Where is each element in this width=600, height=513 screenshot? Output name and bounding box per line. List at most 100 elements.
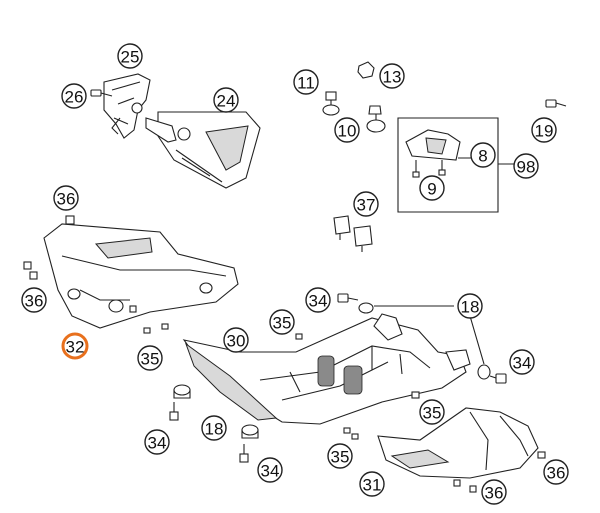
screw-36-lower-right	[537, 451, 546, 459]
guard-31	[377, 407, 539, 479]
bolt-34-upper	[337, 293, 359, 303]
callout-label: 8	[478, 147, 487, 166]
headlight-bracket	[103, 73, 151, 139]
callout-circle	[257, 457, 283, 483]
callout-circle	[61, 83, 87, 109]
clip-35-mid	[295, 333, 303, 340]
callout-circle	[470, 142, 496, 168]
callout-label: 9	[427, 180, 436, 199]
callout-label: 11	[297, 74, 315, 93]
callout-circle	[144, 429, 170, 455]
callout-label: 36	[57, 190, 76, 209]
callout-circle	[457, 293, 483, 319]
callout-26: 26	[61, 83, 87, 109]
callout-25: 25	[117, 43, 143, 69]
callout-label: 37	[357, 196, 376, 215]
callout-label: 18	[461, 298, 480, 317]
callout-label: 36	[25, 292, 44, 311]
callout-18: 18	[457, 293, 483, 319]
callout-10: 10	[334, 117, 360, 143]
callout-label: 34	[261, 462, 280, 481]
callout-label: 36	[547, 464, 566, 483]
callout-label: 13	[383, 68, 402, 87]
callout-circle	[293, 69, 319, 95]
callout-circle	[327, 443, 353, 469]
bolt-34-lower-a	[169, 402, 179, 421]
callout-label: 26	[65, 88, 84, 107]
clip-35-right	[411, 391, 420, 399]
callout-circle	[334, 117, 360, 143]
callout-circle	[21, 287, 47, 313]
callout-label: 34	[148, 434, 167, 453]
bolt-19	[545, 99, 567, 108]
callout-37: 37	[353, 191, 379, 217]
callout-circle	[543, 459, 569, 485]
callout-34: 34	[257, 457, 283, 483]
callout-13: 13	[379, 63, 405, 89]
callout-9: 9	[419, 175, 445, 201]
callout-circle	[201, 415, 227, 441]
callout-label: 32	[66, 338, 85, 357]
nut-13	[357, 61, 375, 79]
callout-35: 35	[327, 443, 353, 469]
callout-8: 8	[470, 142, 496, 168]
callout-circle	[481, 479, 507, 505]
callout-circle	[513, 153, 539, 179]
clips-35-lower	[343, 427, 359, 440]
callout-35: 35	[269, 309, 295, 335]
callout-label: 10	[338, 122, 357, 141]
callout-98: 98	[513, 153, 539, 179]
callout-label: 19	[535, 122, 554, 141]
callout-36: 36	[481, 479, 507, 505]
callout-34: 34	[144, 429, 170, 455]
grommet-18-right	[477, 364, 491, 380]
callout-label: 35	[423, 404, 442, 423]
callout-30: 30	[223, 327, 249, 353]
skid-plate-30	[182, 313, 471, 425]
callout-circle	[213, 87, 239, 113]
callout-circle	[379, 63, 405, 89]
bolt-26	[90, 89, 113, 97]
kit-box-98	[397, 117, 499, 213]
callout-34: 34	[509, 349, 535, 375]
bolt-34-lower-b	[239, 444, 249, 463]
grommet-18-upper	[358, 302, 374, 314]
callout-19: 19	[531, 117, 557, 143]
callout-11: 11	[293, 69, 319, 95]
callout-circle	[53, 185, 79, 211]
callout-label: 34	[309, 292, 328, 311]
buffer-10	[366, 105, 386, 133]
buffer-11	[322, 91, 340, 116]
screw-36-top	[65, 215, 75, 225]
callout-label: 34	[513, 354, 532, 373]
callout-circle	[509, 349, 535, 375]
callout-36: 36	[543, 459, 569, 485]
callout-32-highlighted: 32	[61, 332, 89, 360]
callout-circle	[359, 471, 385, 497]
callout-label: 35	[331, 448, 350, 467]
screws-36-left	[23, 261, 38, 280]
callout-label: 31	[363, 476, 382, 495]
callout-layer: 25 26 24 11 13 10 19 8 98 9 36 37 36 32 34 18 35 30 35 34 35…	[21, 43, 569, 505]
callout-36: 36	[21, 287, 47, 313]
callout-label: 36	[485, 484, 504, 503]
callout-circle	[137, 345, 163, 371]
screws-36-bottom	[453, 479, 477, 493]
plate-24	[145, 111, 261, 189]
callout-label: 18	[205, 420, 224, 439]
callout-label: 25	[121, 48, 140, 67]
callout-circle	[531, 117, 557, 143]
callout-label: 98	[517, 158, 536, 177]
clips-37	[333, 215, 373, 252]
callout-circle	[353, 191, 379, 217]
callout-circle	[305, 287, 331, 313]
leader-18-lines	[374, 305, 485, 365]
callout-35: 35	[419, 399, 445, 425]
clips-35-left	[143, 323, 169, 334]
callout-circle	[419, 175, 445, 201]
grommet-18-lower-b	[241, 424, 259, 439]
callout-label: 30	[227, 332, 246, 351]
callout-label: 24	[217, 92, 236, 111]
bolt-34-right	[489, 373, 507, 384]
